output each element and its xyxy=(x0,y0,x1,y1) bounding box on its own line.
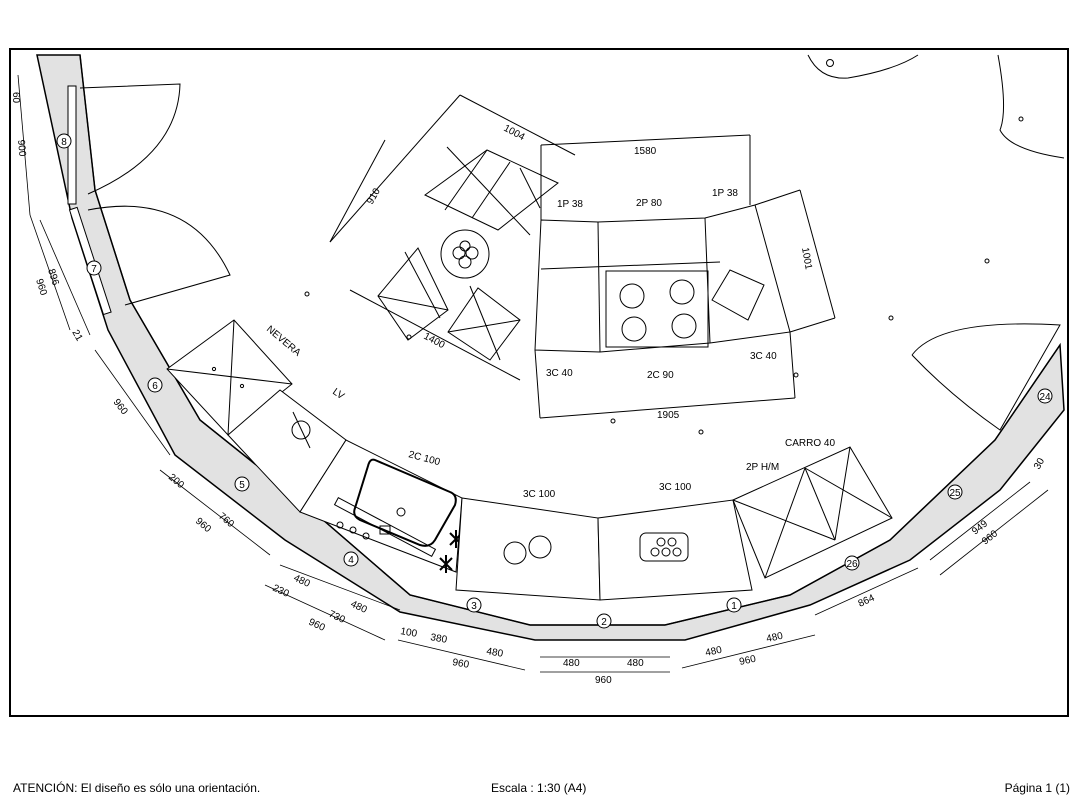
wall-number-2: 2 xyxy=(601,617,607,628)
svg-text:480: 480 xyxy=(485,646,504,660)
door-right xyxy=(997,54,1065,159)
svg-text:896: 896 xyxy=(45,268,61,288)
footer-warning: ATENCIÓN: El diseño es sólo una orientac… xyxy=(13,781,261,795)
svg-text:100: 100 xyxy=(399,626,418,640)
svg-text:900: 900 xyxy=(15,139,27,157)
table-width-dim: 1004 xyxy=(502,123,527,143)
svg-text:230: 230 xyxy=(271,583,291,600)
kitchen-island xyxy=(534,134,836,419)
svg-text:21: 21 xyxy=(69,328,84,344)
svg-text:480: 480 xyxy=(349,599,369,616)
svg-text:960: 960 xyxy=(595,675,612,686)
tall-unit-group xyxy=(732,446,893,579)
drawer-cabinet-left xyxy=(455,497,601,601)
island-dim-right: 1001 xyxy=(799,247,814,271)
drawer-cabinet-right xyxy=(597,499,753,601)
drawer-right-label: 3C 100 xyxy=(659,482,692,493)
footer-page-number: Página 1 (1) xyxy=(1004,781,1070,795)
svg-text:480: 480 xyxy=(292,573,312,590)
island-top-mid: 2P 80 xyxy=(636,198,662,209)
island-dim-top: 1580 xyxy=(634,146,657,157)
svg-text:960: 960 xyxy=(33,278,49,298)
svg-text:60: 60 xyxy=(10,92,21,104)
drawer-left-label: 3C 100 xyxy=(523,489,556,500)
wall-number-25: 25 xyxy=(949,488,961,499)
island-dim-bottom: 1905 xyxy=(657,410,680,421)
island-top-left: 1P 38 xyxy=(557,199,583,210)
door-top-right xyxy=(807,54,919,79)
door-upper-left xyxy=(67,83,231,316)
wall-number-5: 5 xyxy=(239,480,245,491)
wall-number-8: 8 xyxy=(61,137,67,148)
svg-text:480: 480 xyxy=(704,645,723,659)
wall-number-26: 26 xyxy=(846,559,858,570)
dimension-labels: 60 900 896 960 21 960 200 760 960 480 23… xyxy=(10,92,1047,686)
svg-text:960: 960 xyxy=(451,657,470,671)
table-diag-dim: 1400 xyxy=(422,331,447,351)
sink-label: 2C 100 xyxy=(407,449,441,468)
svg-text:480: 480 xyxy=(765,631,784,645)
island-bottom-right: 3C 40 xyxy=(750,351,777,362)
wall-position-markers: 1 2 3 4 5 6 7 8 24 25 26 xyxy=(56,133,1053,629)
table-height-dim: 910 xyxy=(365,186,383,206)
plant-icon xyxy=(439,530,463,573)
svg-text:380: 380 xyxy=(429,632,448,646)
carro-label: CARRO 40 xyxy=(785,438,835,449)
footer-scale: Escala : 1:30 (A4) xyxy=(491,781,587,795)
p2hm-label: 2P H/M xyxy=(746,462,779,473)
svg-text:730: 730 xyxy=(327,609,347,626)
svg-text:760: 760 xyxy=(216,511,236,530)
svg-text:960: 960 xyxy=(738,654,757,668)
wall-number-7: 7 xyxy=(91,264,97,275)
svg-text:960: 960 xyxy=(193,516,213,535)
lv-label: LV xyxy=(330,386,346,402)
door-right-lower xyxy=(911,323,1061,431)
island-bottom-left: 3C 40 xyxy=(546,368,573,379)
svg-text:960: 960 xyxy=(307,617,327,634)
drawing-frame xyxy=(9,48,1069,717)
nevera-label: NEVERA xyxy=(264,324,303,359)
svg-text:480: 480 xyxy=(627,658,644,669)
wall-number-1: 1 xyxy=(731,601,737,612)
dishwasher-cabinet xyxy=(227,389,347,513)
outer-dimension-lines xyxy=(17,74,1049,673)
wall-number-6: 6 xyxy=(152,381,158,392)
svg-text:864: 864 xyxy=(857,593,877,610)
island-bottom-mid: 2C 90 xyxy=(647,370,674,381)
svg-text:960: 960 xyxy=(111,397,130,417)
wall-number-3: 3 xyxy=(471,601,477,612)
svg-text:30: 30 xyxy=(1032,456,1047,472)
dining-table-group xyxy=(329,94,576,381)
wall-number-24: 24 xyxy=(1039,392,1051,403)
svg-text:480: 480 xyxy=(563,658,580,669)
island-top-right: 1P 38 xyxy=(712,188,738,199)
wall-number-4: 4 xyxy=(348,555,354,566)
